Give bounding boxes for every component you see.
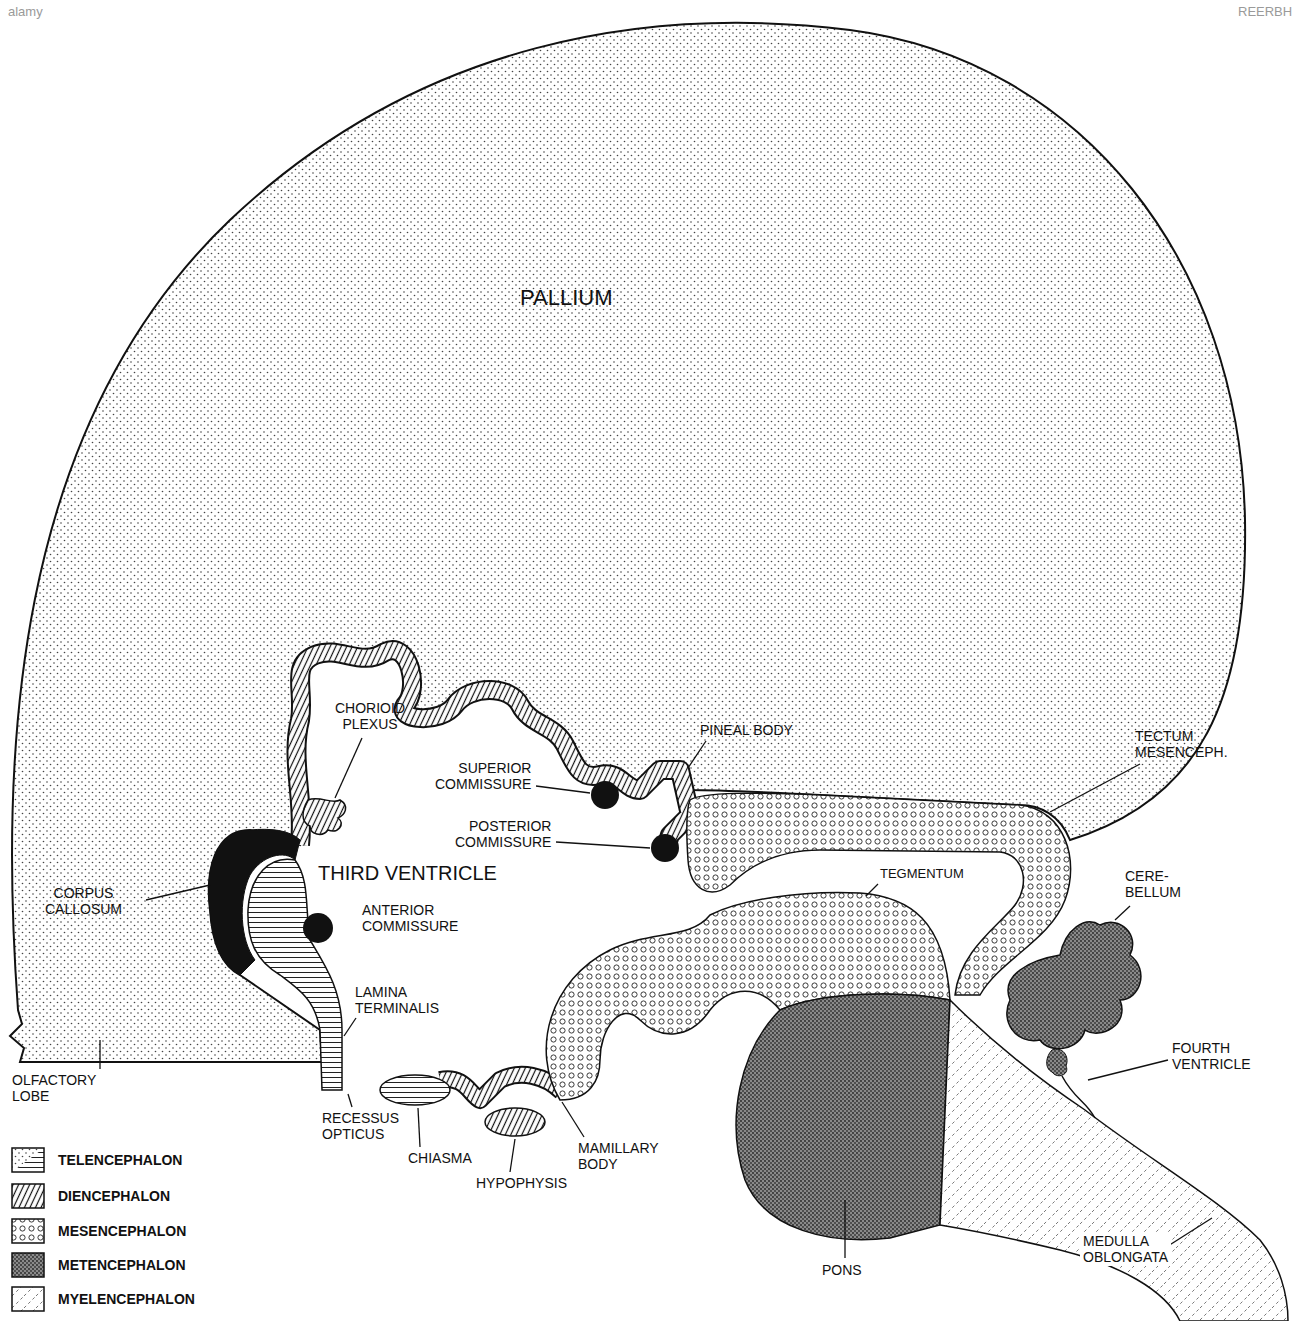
leader-line xyxy=(1115,906,1130,920)
legend-label: MYELENCEPHALON xyxy=(58,1291,195,1307)
anterior-commissure xyxy=(303,913,333,943)
part-label: LAMINA TERMINALIS xyxy=(355,984,439,1016)
leader-line xyxy=(99,1040,100,1069)
part-label: POSTERIOR COMMISSURE xyxy=(455,818,551,850)
leader-line xyxy=(556,842,650,848)
leader-line xyxy=(536,786,590,793)
legend-swatch xyxy=(12,1253,44,1277)
tela-line xyxy=(1062,1076,1095,1118)
part-label: RECESSUS OPTICUS xyxy=(322,1110,399,1142)
ventricle-floor xyxy=(440,1075,562,1100)
superior-commissure xyxy=(591,781,619,809)
leader-line xyxy=(418,1108,420,1147)
legend-swatch xyxy=(12,1184,44,1208)
legend-swatch xyxy=(12,1148,44,1172)
legend-swatch xyxy=(12,1287,44,1311)
leader-line xyxy=(1050,764,1140,812)
leader-line xyxy=(688,741,706,768)
leader-line xyxy=(1088,1060,1168,1080)
legend-swatch xyxy=(12,1148,44,1172)
cerebellum xyxy=(1007,922,1141,1049)
part-label: MAMILLARY BODY xyxy=(578,1140,658,1172)
leader-line xyxy=(866,884,878,896)
chiasma xyxy=(380,1075,450,1105)
leader-line xyxy=(348,1094,352,1107)
leader-line xyxy=(510,1139,515,1172)
telencephalon-column xyxy=(248,859,342,1090)
legend-swatch xyxy=(12,1148,44,1172)
part-label: CORPUS CALLOSUM xyxy=(45,885,122,917)
part-label: CHIASMA xyxy=(408,1150,472,1166)
chorioid-plexus xyxy=(303,799,346,835)
leader-line xyxy=(1168,1218,1212,1246)
part-label: MEDULLA OBLONGATA xyxy=(1080,1232,1171,1266)
part-label: PINEAL BODY xyxy=(700,722,793,738)
part-label: CHORIOID PLEXUS xyxy=(335,700,405,732)
part-label: CERE- BELLUM xyxy=(1125,868,1181,900)
leader-line xyxy=(146,885,210,900)
legend-swatches xyxy=(12,1148,44,1311)
part-label: OLFACTORY LOBE xyxy=(12,1072,96,1104)
posterior-commissure xyxy=(651,834,679,862)
legend-swatch xyxy=(12,1219,44,1243)
cerebellum-knob xyxy=(1047,1049,1067,1076)
corpus-callosum xyxy=(209,829,300,975)
part-label: SUPERIOR COMMISSURE xyxy=(435,760,531,792)
image-id: REERBH xyxy=(1238,4,1292,19)
medulla xyxy=(940,1000,1288,1321)
part-label: PONS xyxy=(822,1262,862,1278)
legend-label: METENCEPHALON xyxy=(58,1257,186,1273)
legend-label: MESENCEPHALON xyxy=(58,1223,186,1239)
legend-label: TELENCEPHALON xyxy=(58,1152,182,1168)
leader-line xyxy=(335,738,362,798)
pons xyxy=(736,994,950,1240)
cavity-label: THIRD VENTRICLE xyxy=(318,862,497,885)
legend-label: DIENCEPHALON xyxy=(58,1188,170,1204)
region-label: PALLIUM xyxy=(520,285,613,310)
watermark: alamy xyxy=(8,4,43,19)
part-label: HYPOPHYSIS xyxy=(476,1175,567,1191)
hypophysis xyxy=(485,1108,545,1136)
leader-line xyxy=(844,1200,845,1258)
leader-line xyxy=(562,1102,584,1137)
part-label: TEGMENTUM xyxy=(880,866,964,881)
ventricle-roof xyxy=(296,650,690,850)
cavity-label: FOURTH VENTRICLE xyxy=(1172,1040,1251,1072)
pallium-region xyxy=(10,23,1245,1062)
part-label: ANTERIOR COMMISSURE xyxy=(362,902,458,934)
part-label: TECTUM MESENCEPH. xyxy=(1135,728,1228,760)
leader-line xyxy=(344,1018,356,1036)
ventricle-roof-outline xyxy=(296,650,690,850)
leader-lines xyxy=(100,738,1212,1258)
ventricle-floor-outline xyxy=(440,1075,562,1100)
